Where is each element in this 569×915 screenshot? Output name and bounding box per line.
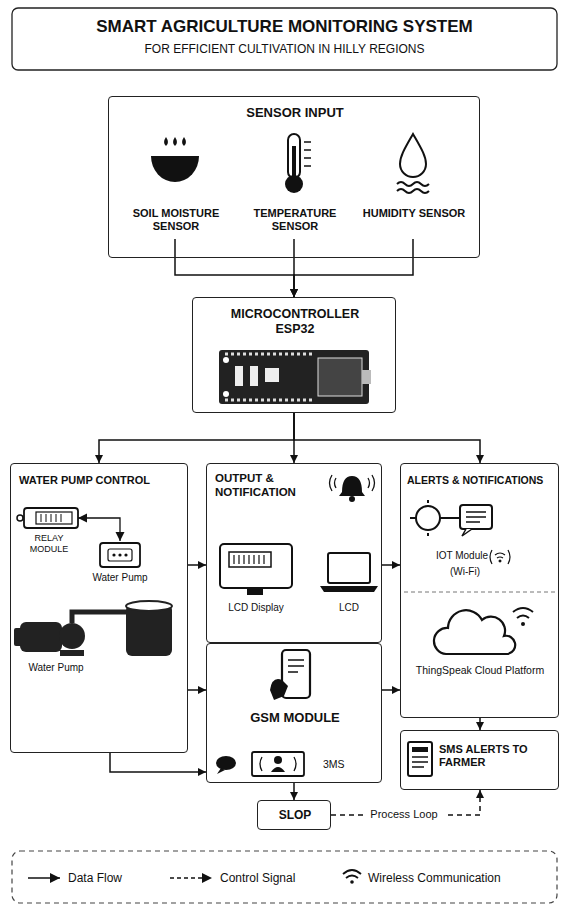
part-label: IOT Module — [404, 550, 488, 562]
legend-frame — [12, 851, 557, 903]
title-frame — [12, 8, 557, 70]
box-heading: MICROCONTROLLER ESP32 — [220, 307, 370, 337]
relay-wire — [78, 518, 120, 541]
sensor-panel: SENSOR INPUT SOIL MOISTURE SENSOR TEMPERAT… — [108, 96, 480, 258]
data-flow-arrow — [294, 413, 480, 463]
legend-text: Data Flow — [68, 871, 122, 885]
data-flow-arrow — [293, 783, 295, 800]
bell-icon — [330, 475, 375, 502]
gsm-module-box: GSM MODULE 3MS — [206, 643, 382, 783]
laptop-icon — [320, 553, 378, 592]
data-flow-arrow — [110, 753, 206, 772]
document-icon — [408, 742, 432, 776]
relay-module-icon — [17, 508, 78, 528]
part-label: ThingSpeak Cloud Platform — [412, 664, 548, 677]
output-panel: OUTPUT & NOTIFICATION — [206, 463, 382, 643]
data-flow-arrow — [294, 239, 413, 297]
chat-bubble-icon — [216, 756, 236, 774]
microcontroller-box: MICROCONTROLLER ESP32 — [192, 297, 396, 413]
data-flow-arrow — [99, 413, 294, 463]
soil-moisture-icon — [151, 137, 199, 182]
box-heading: SMS ALERTS TO FARMER — [439, 743, 555, 769]
sos-call-icon — [252, 752, 304, 776]
legend-text: Wireless Communication — [368, 871, 501, 885]
box-heading: SLOP — [258, 808, 332, 822]
diagram-subtitle: FOR EFFICIENT CULTIVATION IN HILLY REGIO… — [12, 42, 557, 56]
legend-solid-arrow — [28, 877, 60, 879]
iot-module-icon — [410, 500, 492, 536]
thermometer-icon — [285, 134, 311, 193]
sensor-label: HUMIDITY SENSOR — [359, 207, 469, 220]
wifi-paren-icon — [490, 550, 510, 564]
water-tank-icon — [126, 601, 172, 656]
data-flow-arrow — [479, 718, 481, 730]
part-label: LCD Display — [212, 602, 300, 614]
sensor-item: HUMIDITY SENSOR — [359, 127, 469, 239]
diagram-title: SMART AGRICULTURE MONITORING SYSTEM — [12, 17, 557, 37]
legend-dashed-arrow — [170, 877, 212, 879]
data-flow-arrow — [188, 564, 206, 566]
legend-wifi-icon — [343, 870, 361, 884]
data-flow-arrow — [175, 239, 294, 297]
data-flow-arrow — [188, 689, 206, 691]
pump-module-icon — [100, 543, 140, 567]
divider-line — [404, 592, 555, 593]
phone-icon — [270, 650, 310, 700]
part-label: (Wi-Fi) — [430, 566, 500, 578]
panel-heading: ALERTS & NOTIFICATIONS — [407, 474, 557, 487]
cloud-icon — [434, 608, 533, 654]
data-flow-arrow — [382, 689, 400, 691]
box-heading: GSM MODULE — [207, 710, 383, 726]
water-pump-icon — [14, 612, 126, 656]
sms-icon-label: 3MS — [323, 758, 367, 771]
sensor-item: SOIL MOISTURE SENSOR — [121, 127, 231, 239]
data-flow-arrow — [382, 564, 400, 566]
legend-text: Control Signal — [220, 871, 295, 885]
part-label: RELAY MODULE — [18, 533, 80, 555]
sms-alert-box: SMS ALERTS TO FARMER — [400, 730, 559, 790]
part-label: LCD — [324, 602, 374, 614]
loop-box: SLOP — [257, 800, 331, 830]
esp32-board — [219, 350, 371, 404]
sensor-label: TEMPERATURE SENSOR — [240, 207, 350, 233]
panel-heading: SENSOR INPUT — [109, 105, 481, 121]
alerts-panel: ALERTS & NOTIFICATIONS — [400, 463, 559, 718]
sensor-item: TEMPERATURE SENSOR — [240, 127, 350, 239]
lcd-display-icon — [220, 544, 292, 595]
part-label: Water Pump — [84, 572, 156, 584]
edge-label: Process Loop — [364, 808, 444, 821]
pump-control-panel: WATER PUMP CONTROL — [10, 463, 188, 753]
panel-heading: WATER PUMP CONTROL — [19, 474, 181, 487]
sensor-label: SOIL MOISTURE SENSOR — [121, 207, 231, 233]
humidity-icon — [397, 134, 429, 193]
part-label: Water Pump — [16, 662, 96, 674]
panel-heading: OUTPUT & NOTIFICATION — [215, 472, 325, 500]
